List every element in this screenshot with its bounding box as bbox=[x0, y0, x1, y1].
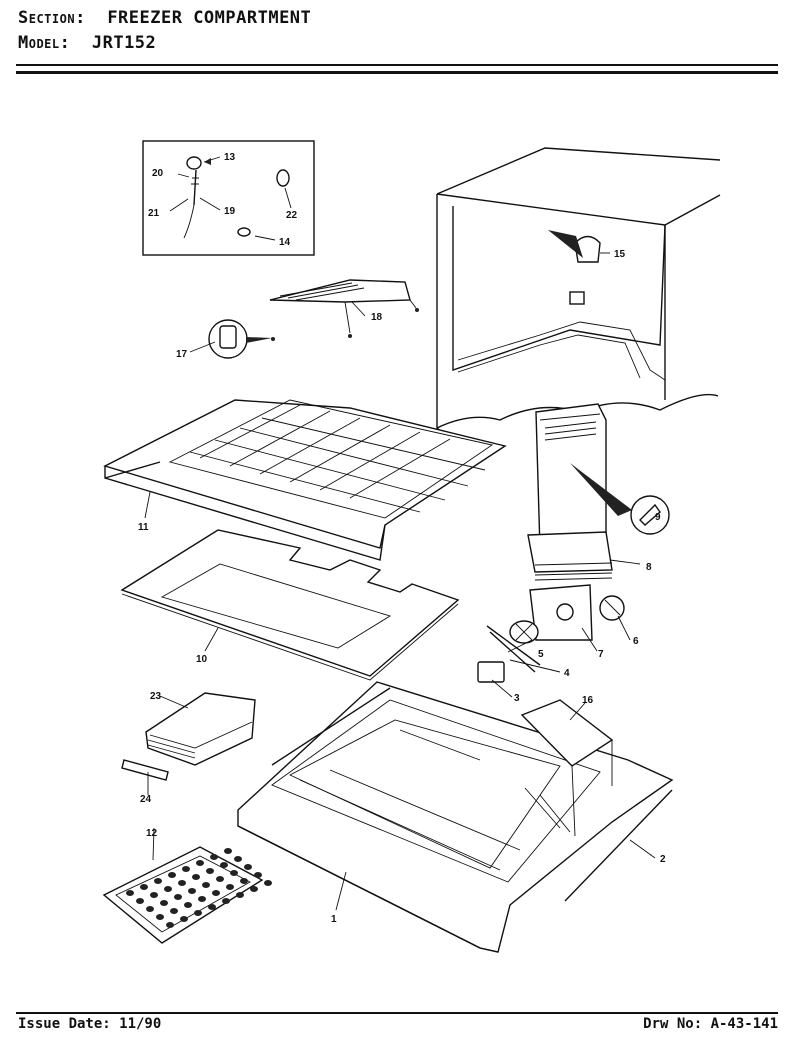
freezer-cabinet bbox=[436, 147, 721, 436]
ice-cube-cell bbox=[230, 870, 238, 876]
callout-7: 7 bbox=[598, 649, 604, 660]
callout-20: 20 bbox=[152, 168, 164, 179]
callout-16: 16 bbox=[582, 695, 594, 706]
footer-rule bbox=[16, 1012, 778, 1014]
ice-cube-cell bbox=[146, 906, 154, 912]
ice-cube-cell bbox=[226, 884, 234, 890]
ice-cube-cell bbox=[244, 864, 252, 870]
ice-cube-cell bbox=[250, 886, 258, 892]
ice-cube-cell bbox=[160, 900, 168, 906]
ice-cube-cell bbox=[254, 872, 262, 878]
section-line: Section: FREEZER COMPARTMENT bbox=[18, 8, 311, 28]
callout-18: 18 bbox=[371, 312, 383, 323]
drawing-number: Drw No: A-43-141 bbox=[643, 1016, 778, 1032]
model-label: Model: bbox=[18, 33, 71, 53]
callout-6: 6 bbox=[633, 636, 639, 647]
callout-14: 14 bbox=[279, 237, 291, 248]
ice-cube-cell bbox=[178, 880, 186, 886]
part-8-evaporator-cover bbox=[527, 403, 670, 581]
callout-5: 5 bbox=[538, 649, 544, 660]
ice-cube-cell bbox=[182, 866, 190, 872]
leader-lines bbox=[144, 156, 656, 911]
ice-cube-cell bbox=[150, 892, 158, 898]
ice-cube-cell bbox=[174, 894, 182, 900]
ice-cube-cell bbox=[224, 848, 232, 854]
callout-10: 10 bbox=[196, 654, 208, 665]
ice-cube-cell bbox=[202, 882, 210, 888]
callout-4: 4 bbox=[564, 668, 570, 679]
callout-1: 1 bbox=[331, 914, 337, 925]
ice-cube-cell bbox=[196, 860, 204, 866]
callout-labels: 13 20 21 19 22 14 18 17 15 11 9 8 10 6 5… bbox=[138, 152, 666, 925]
ice-cube-cell bbox=[180, 916, 188, 922]
part-12-ice-tray bbox=[102, 846, 272, 944]
ice-cube-cell bbox=[126, 890, 134, 896]
callout-12: 12 bbox=[146, 828, 158, 839]
ice-cube-cell bbox=[208, 904, 216, 910]
callout-9: 9 bbox=[655, 512, 661, 523]
issue-date: Issue Date: 11/90 bbox=[18, 1016, 162, 1032]
callout-15: 15 bbox=[614, 249, 626, 260]
callout-22: 22 bbox=[286, 210, 298, 221]
callout-8: 8 bbox=[646, 562, 652, 573]
ice-cube-cell bbox=[168, 872, 176, 878]
ice-cube-cell bbox=[192, 874, 200, 880]
ice-cube-cell bbox=[184, 902, 192, 908]
header-rule-top bbox=[16, 64, 778, 66]
callout-24: 24 bbox=[140, 794, 152, 805]
part-23-tray bbox=[145, 692, 256, 766]
header-rule-bottom bbox=[16, 71, 778, 74]
ice-cube-cell bbox=[188, 888, 196, 894]
ice-cube-cell bbox=[164, 886, 172, 892]
callout-13: 13 bbox=[224, 152, 236, 163]
ice-cube-cell bbox=[210, 854, 218, 860]
callout-17: 17 bbox=[176, 349, 188, 360]
model-value: JRT152 bbox=[91, 33, 157, 53]
section-label: Section: bbox=[18, 8, 86, 28]
section-value: FREEZER COMPARTMENT bbox=[107, 8, 312, 28]
ice-cube-cell bbox=[156, 914, 164, 920]
ice-cube-cell bbox=[194, 910, 202, 916]
ice-cube-cell bbox=[154, 878, 162, 884]
ice-cube-cell bbox=[216, 876, 224, 882]
callout-2: 2 bbox=[660, 854, 666, 865]
ice-cube-cell bbox=[166, 922, 174, 928]
ice-cube-cell bbox=[240, 878, 248, 884]
ice-cube-cell bbox=[236, 892, 244, 898]
ice-cube-cell bbox=[212, 890, 220, 896]
callout-3: 3 bbox=[514, 693, 520, 704]
part-1-floor-pan bbox=[237, 681, 674, 953]
ice-cube-cell bbox=[264, 880, 272, 886]
ice-cube-cell bbox=[220, 862, 228, 868]
ice-cube-cell bbox=[206, 868, 214, 874]
part-17-thermostat bbox=[208, 319, 275, 359]
model-line: Model: JRT152 bbox=[18, 33, 156, 53]
part-10-panel bbox=[120, 529, 460, 681]
callout-23: 23 bbox=[150, 691, 162, 702]
ice-cube-cell bbox=[136, 898, 144, 904]
fan-motor-assembly bbox=[477, 584, 625, 683]
callout-21: 21 bbox=[148, 208, 160, 219]
exploded-parts-diagram: 13 20 21 19 22 14 18 17 15 11 9 8 10 6 5… bbox=[102, 140, 721, 953]
ice-cube-cell bbox=[234, 856, 242, 862]
callout-11: 11 bbox=[138, 522, 149, 533]
part-18-cover bbox=[269, 279, 419, 338]
callout-19: 19 bbox=[224, 206, 236, 217]
part-11-freezer-shelf bbox=[103, 399, 507, 561]
ice-cube-cell bbox=[170, 908, 178, 914]
ice-cube-cell bbox=[140, 884, 148, 890]
ice-cube-cell bbox=[198, 896, 206, 902]
part-24-clip bbox=[121, 759, 169, 781]
inset-hardware-box bbox=[142, 140, 315, 256]
ice-cube-cell bbox=[222, 898, 230, 904]
part-16-duct bbox=[520, 699, 614, 837]
